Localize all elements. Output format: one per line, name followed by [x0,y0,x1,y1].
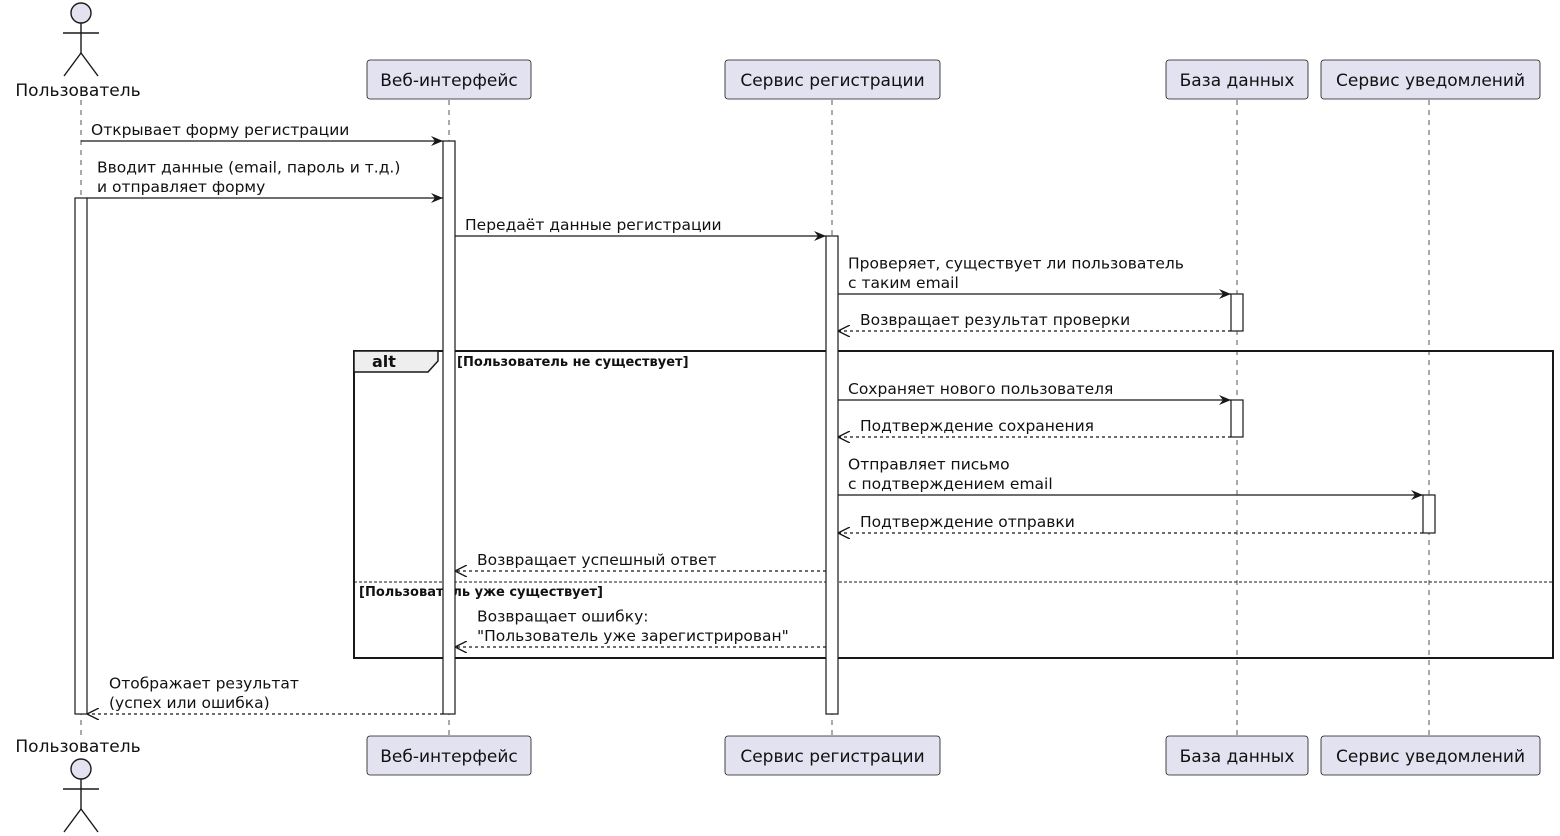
participant-box-notify-bottom: Сервис уведомлений [1320,735,1541,776]
actor-bottom: Пользователь [15,737,141,833]
participants-layer: ПользовательПользовательВеб-интерфейсВеб… [15,2,1541,833]
message-label: и отправляет форму [97,178,265,196]
alt-frame-border [353,350,1554,659]
participant-box [724,59,941,100]
message-label: (успех или ошибка) [109,694,270,712]
message-label: Проверяет, существует ли пользователь [848,255,1184,273]
message-label: Открывает форму регистрации [91,121,349,139]
guard-condition: [Пользователь не существует] [457,355,689,370]
participant-label: Веб-интерфейс [380,747,517,767]
participant-box [724,735,941,776]
guard-condition: [Пользователь уже существует] [359,585,603,600]
activation-bar-db [1230,399,1244,438]
participant-box [1320,59,1541,100]
participant-box [1320,735,1541,776]
message-label: Возвращает ошибку: [477,608,648,626]
participant-box [366,59,532,100]
message-label: с подтверждением email [848,475,1053,493]
message-label: Отображает результат [109,675,299,693]
message-label: Подтверждение отправки [860,513,1075,531]
message-label: Отправляет письмо [848,456,1010,474]
participant-label: Сервис регистрации [740,747,924,767]
alt-operator-label: alt [372,352,396,371]
participant-box [1165,59,1309,100]
message-label: Передаёт данные регистрации [465,216,722,234]
message-label: Возвращает результат проверки [860,311,1130,329]
participant-box-notify-top: Сервис уведомлений [1320,59,1541,100]
participant-label: Сервис регистрации [740,71,924,91]
participant-label: База данных [1180,747,1295,767]
participant-box [366,735,532,776]
message-label: Возвращает успешный ответ [477,551,717,569]
activation-bar-notify [1422,494,1436,534]
participant-box-web-bottom: Веб-интерфейс [366,735,532,776]
actor-figure-icon [63,2,99,77]
alt-fragment: alt [Пользователь не существует] [Пользова… [353,350,1554,659]
participant-box-db-bottom: База данных [1165,735,1309,776]
participant-label: Пользователь [15,737,140,757]
participant-label: Пользователь [15,81,140,101]
participant-box-web-top: Веб-интерфейс [366,59,532,100]
participant-box-reg-bottom: Сервис регистрации [724,735,941,776]
participant-box-db-top: База данных [1165,59,1309,100]
participant-box [1165,735,1309,776]
activation-bar-reg [825,235,839,715]
alt-operator-tab [353,350,439,373]
activation-bar-user [74,197,88,715]
participant-label: Сервис уведомлений [1336,747,1525,767]
participant-label: Сервис уведомлений [1336,71,1525,91]
message-label: Сохраняет нового пользователя [848,380,1113,398]
message-label: с таким email [848,274,959,292]
message-label: Вводит данные (email, пароль и т.д.) [97,159,400,177]
actor-top: Пользователь [15,2,141,101]
participant-label: База данных [1180,71,1295,91]
activation-bar-db [1230,293,1244,332]
message-label: Подтверждение сохранения [860,417,1094,435]
activations-layer [74,140,1436,715]
message-label: "Пользователь уже зарегистрирован" [477,627,789,645]
activation-bar-web [442,140,456,715]
participant-box-reg-top: Сервис регистрации [724,59,941,100]
actor-figure-icon [63,758,99,833]
participant-label: Веб-интерфейс [380,71,517,91]
